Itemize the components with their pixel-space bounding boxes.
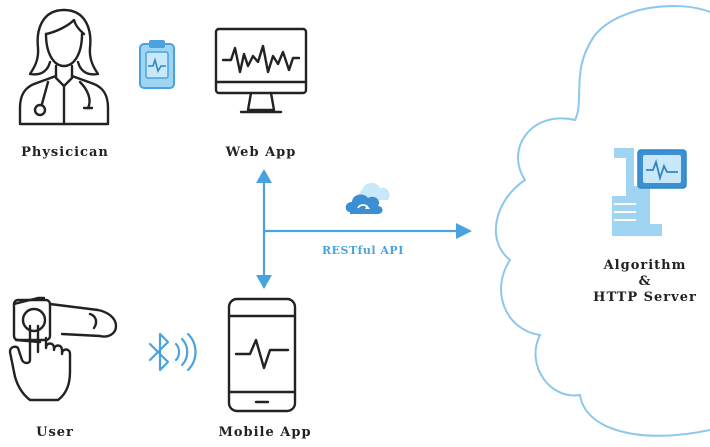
server-label-line1: Algorithm <box>603 258 687 273</box>
server-icon <box>612 148 687 236</box>
cloud-boundary <box>494 4 710 437</box>
api-label: RESTful API <box>322 244 404 257</box>
server-label-line3: HTTP Server <box>593 290 697 305</box>
web-app-label: Web App <box>225 145 297 160</box>
physician-icon <box>18 8 110 126</box>
mobile-phone-icon <box>227 297 297 413</box>
wristwatch-hand-icon <box>8 296 118 402</box>
server-label-line2: & <box>638 274 652 289</box>
cloud-sync-icon <box>345 182 390 214</box>
bluetooth-icon <box>148 332 197 372</box>
physician-label: Physicican <box>21 145 109 160</box>
mobile-app-label: Mobile App <box>218 425 312 440</box>
clipboard-icon <box>139 40 175 89</box>
connection-arrows <box>256 169 472 289</box>
user-label: User <box>36 425 74 440</box>
monitor-icon <box>214 27 308 114</box>
